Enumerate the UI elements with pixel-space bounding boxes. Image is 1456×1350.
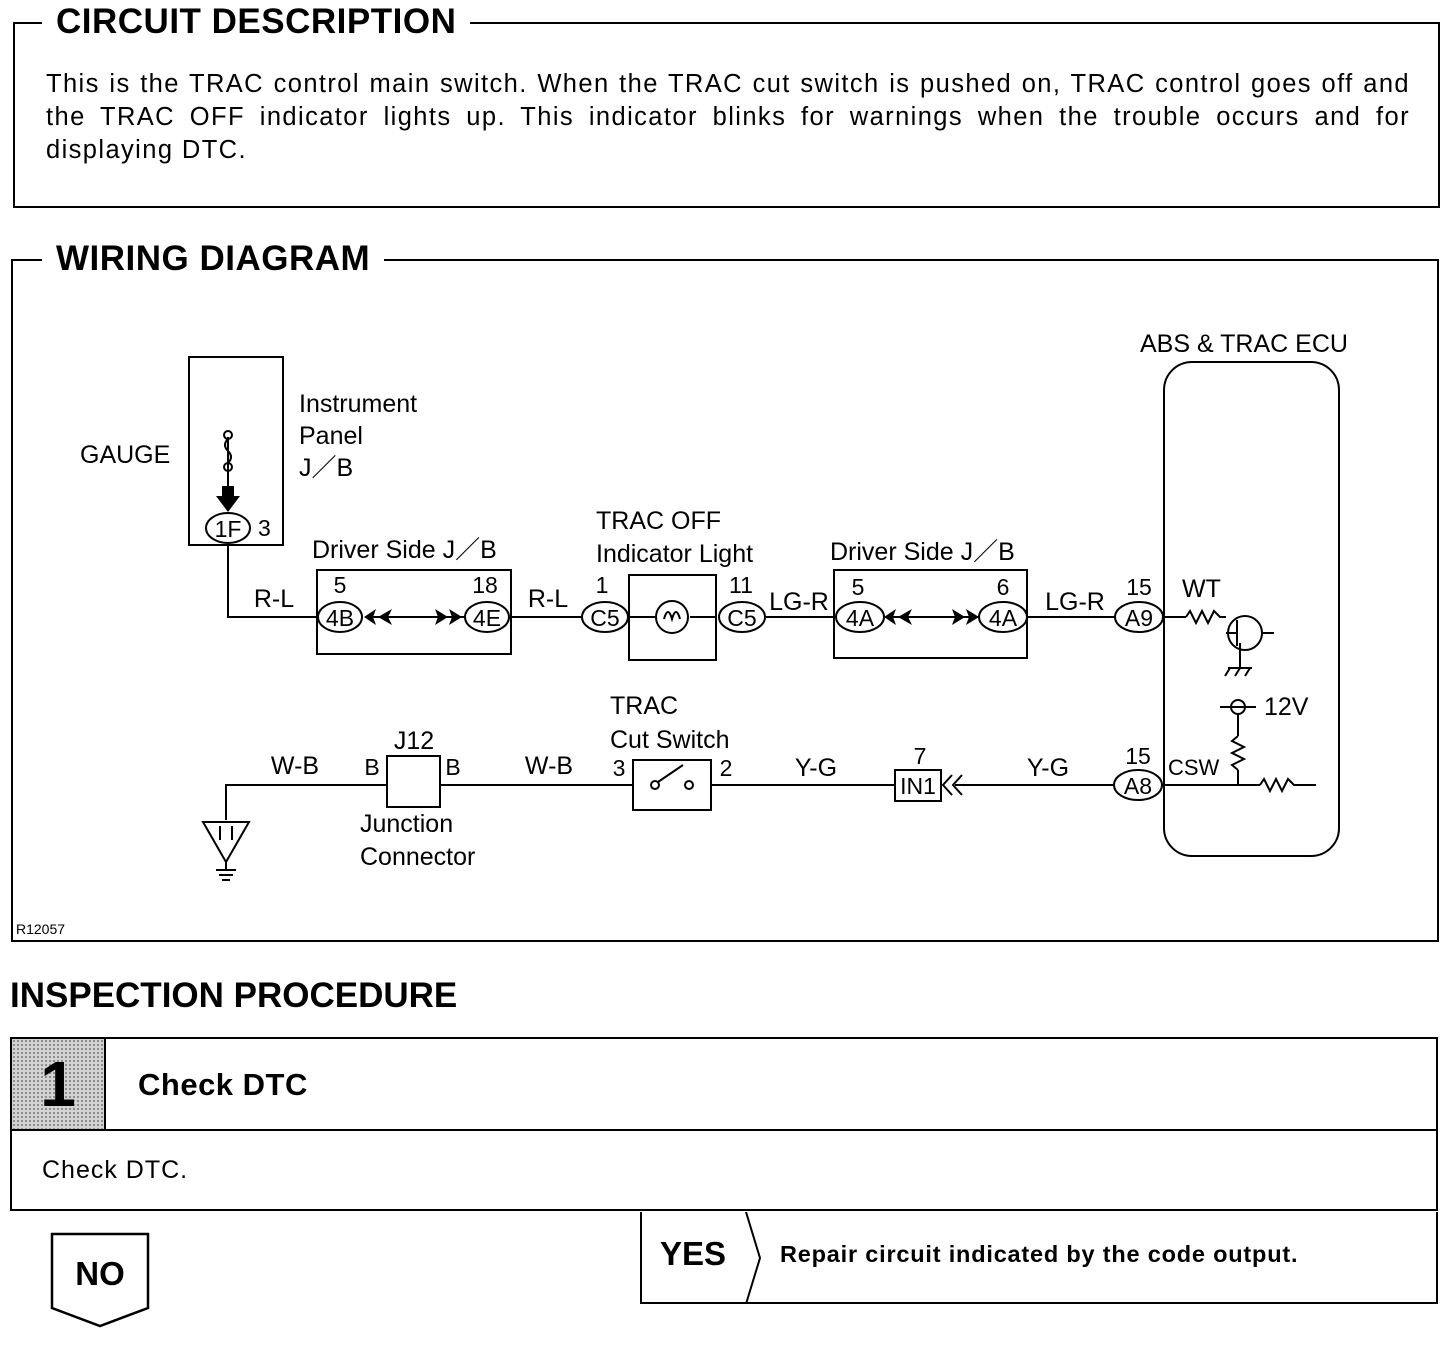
wire-rl-1: R-L xyxy=(254,585,294,613)
driver-side-jb-label-right: Driver Side J／B xyxy=(830,538,1015,566)
pin-4a-in: 5 xyxy=(852,574,865,600)
yes-branch-box: YES Repair circuit indicated by the code… xyxy=(640,1212,1438,1304)
step-body-text: Check DTC. xyxy=(42,1156,189,1184)
trac-cut-switch-label-2: Cut Switch xyxy=(610,726,729,754)
no-arrow-badge-icon xyxy=(50,1232,150,1328)
trac-off-label-1: TRAC OFF xyxy=(596,507,721,535)
connector-4b-label: 4B xyxy=(326,605,354,631)
connector-a8 xyxy=(1113,769,1163,801)
pin-a9: 15 xyxy=(1126,574,1152,600)
yes-chevron-icon xyxy=(745,1212,762,1304)
connector-4b xyxy=(317,601,363,633)
wire-lgr-1: LG-R xyxy=(769,588,829,616)
instrument-panel-jb-box xyxy=(188,356,284,546)
connector-4e-label: 4E xyxy=(473,605,501,631)
connector-c5-right-label: C5 xyxy=(727,605,756,631)
pin-switch-out: 2 xyxy=(720,755,733,781)
driver-side-jb-label-left: Driver Side J／B xyxy=(312,536,497,564)
gauge-label: GAUGE xyxy=(80,441,170,469)
pin-4a-out: 6 xyxy=(997,574,1010,600)
connector-4a-right-label: 4A xyxy=(989,605,1018,631)
pin-in1: 7 xyxy=(914,743,927,769)
connector-1f-label: 1F xyxy=(215,516,242,542)
pin-j12-left: B xyxy=(364,754,379,780)
pin-1f: 3 xyxy=(258,515,271,541)
driver-side-jb-box-left xyxy=(316,569,512,655)
connector-c5-left-label: C5 xyxy=(590,605,619,631)
ecu-terminal-csw: CSW xyxy=(1168,755,1220,780)
wire-rl-2: R-L xyxy=(528,585,568,613)
gauge-fuse-arrow-icon xyxy=(216,486,240,512)
connector-c5-left xyxy=(581,601,629,633)
connector-c5-right xyxy=(718,601,766,633)
circuit-description-text: This is the TRAC control main switch. Wh… xyxy=(46,70,1410,164)
wire-wb-1: W-B xyxy=(271,752,319,780)
j12-label: J12 xyxy=(394,727,434,755)
pin-j12-right: B xyxy=(445,754,460,780)
connector-4e xyxy=(464,601,510,633)
junction-connector-label-2: Connector xyxy=(360,843,475,871)
circuit-description-box xyxy=(13,22,1440,208)
connector-1f xyxy=(205,512,251,544)
wiring-diagram-title: WIRING DIAGRAM xyxy=(42,239,385,279)
j12-junction-box xyxy=(386,755,441,808)
wire-yg-1: Y-G xyxy=(795,754,837,782)
trac-cut-switch-label-1: TRAC xyxy=(610,692,678,720)
connector-a8-label: A8 xyxy=(1124,773,1152,799)
wire-lgr-2: LG-R xyxy=(1045,588,1105,616)
instrument-panel-label-1: Instrument xyxy=(299,390,417,418)
step-number-badge: 1 xyxy=(12,1039,106,1131)
wiring-diagram-box xyxy=(11,259,1439,942)
step-title: Check DTC xyxy=(138,1067,308,1102)
circuit-description-title: CIRCUIT DESCRIPTION xyxy=(42,2,471,42)
trac-off-label-2: Indicator Light xyxy=(596,540,753,568)
trac-cut-switch-box xyxy=(632,759,712,811)
wire-yg-2: Y-G xyxy=(1027,754,1069,782)
no-label: NO xyxy=(75,1255,125,1292)
pin-c5-in: 1 xyxy=(596,572,609,598)
pin-4b: 5 xyxy=(334,572,347,598)
abs-trac-ecu-box xyxy=(1163,361,1340,857)
pin-a8: 15 xyxy=(1125,743,1151,769)
instrument-panel-label-3: J／B xyxy=(299,454,353,482)
connector-a9 xyxy=(1114,601,1164,633)
abs-trac-ecu-label: ABS & TRAC ECU xyxy=(1140,330,1348,358)
ecu-terminal-wt: WT xyxy=(1182,575,1221,603)
yes-action-text: Repair circuit indicated by the code out… xyxy=(780,1241,1299,1267)
junction-connector-label-1: Junction xyxy=(360,810,453,838)
connector-a9-label: A9 xyxy=(1125,605,1153,631)
connector-in1-label: IN1 xyxy=(900,773,936,799)
pin-c5-out: 11 xyxy=(729,572,753,598)
inspection-procedure-title: INSPECTION PROCEDURE xyxy=(10,976,458,1015)
yes-label: YES xyxy=(660,1235,727,1272)
ecu-voltage-12v: 12V xyxy=(1264,693,1309,721)
pin-4e: 18 xyxy=(472,572,498,598)
pin-switch-in: 3 xyxy=(613,755,626,781)
instrument-panel-label-2: Panel xyxy=(299,422,363,450)
wire-wb-2: W-B xyxy=(525,752,573,780)
connector-4a-left-label: 4A xyxy=(846,605,875,631)
step-1-box: 1 Check DTC Check DTC. xyxy=(10,1037,1438,1211)
step-divider xyxy=(12,1129,1436,1131)
figure-code: R12057 xyxy=(16,921,65,937)
